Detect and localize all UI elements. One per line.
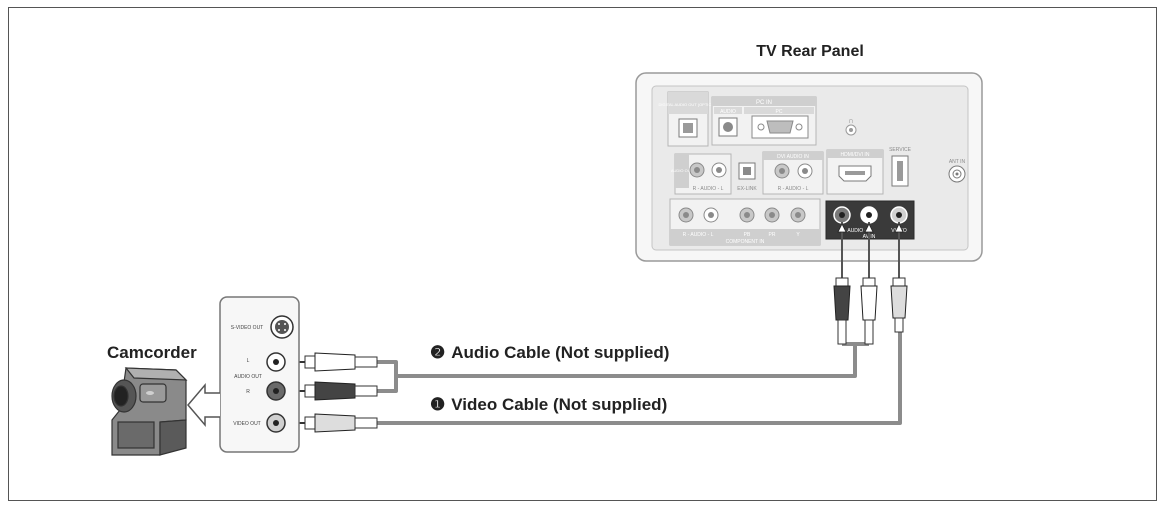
component-in-label: COMPONENT IN bbox=[726, 239, 765, 245]
audio-out-label: AUDIO OUT bbox=[671, 168, 694, 173]
svideo-out-label: S-VIDEO OUT bbox=[231, 325, 264, 331]
ex-link-label: EX-LINK bbox=[737, 186, 757, 192]
video-cable bbox=[376, 330, 902, 425]
tv-panel-title: TV Rear Panel bbox=[756, 43, 864, 60]
audio-l-label: L bbox=[247, 358, 250, 364]
digital-audio-out-label: DIGITAL AUDIO OUT (OPTICAL) bbox=[658, 102, 718, 107]
pc-audio-label: AUDIO bbox=[720, 109, 736, 115]
audio-cable-label: ❷ Audio Cable (Not supplied) bbox=[430, 343, 669, 362]
audio-out-group: AUDIO OUT R - AUDIO - L bbox=[671, 153, 732, 195]
cam-audio-l-plug bbox=[285, 352, 378, 372]
headphone-jack: ∩ bbox=[845, 116, 857, 136]
video-cable-number: ❶ bbox=[430, 395, 445, 414]
pc-in-label: PC IN bbox=[756, 100, 772, 106]
audio-cable-number: ❷ bbox=[430, 343, 445, 362]
headphone-icon: ∩ bbox=[848, 116, 854, 125]
camcorder-label: Camcorder bbox=[107, 343, 197, 362]
digital-audio-out-port: DIGITAL AUDIO OUT (OPTICAL) bbox=[658, 91, 718, 147]
audio-out-cam-label: AUDIO OUT bbox=[234, 374, 262, 380]
component-y-label: Y bbox=[796, 232, 800, 238]
pointer-arrow bbox=[187, 382, 220, 428]
dvi-audio-lr-label: R - AUDIO - L bbox=[778, 186, 809, 192]
video-cable-label: ❶ Video Cable (Not supplied) bbox=[430, 395, 667, 414]
ant-in-label: ANT IN bbox=[949, 159, 966, 165]
hdmi-label: HDMI/DVI IN bbox=[841, 152, 870, 158]
service-port: SERVICE bbox=[889, 147, 912, 187]
audio-cable-text: Audio Cable (Not supplied) bbox=[451, 343, 669, 362]
camcorder-icon bbox=[111, 367, 188, 456]
tv-plug-arrows bbox=[837, 223, 904, 233]
dvi-audio-in-label: DVI AUDIO IN bbox=[777, 154, 809, 160]
service-label: SERVICE bbox=[889, 147, 912, 153]
component-pr-label: PR bbox=[769, 232, 776, 238]
audio-r-label: R bbox=[246, 389, 250, 395]
dvi-audio-in-group: DVI AUDIO IN R - AUDIO - L bbox=[762, 151, 824, 195]
video-cable-text: Video Cable (Not supplied) bbox=[451, 395, 667, 414]
svideo-out-jack bbox=[270, 315, 294, 339]
audio-out-lr-label: R - AUDIO - L bbox=[693, 186, 724, 192]
av-audio-label: R - AUDIO - L bbox=[840, 228, 871, 234]
video-out-cam-label: VIDEO OUT bbox=[233, 421, 261, 427]
component-in-group: R - AUDIO - L PB PR Y COMPONENT IN bbox=[669, 198, 821, 246]
component-pb-label: PB bbox=[744, 232, 751, 238]
pc-in-group: PC IN AUDIO PC bbox=[711, 96, 817, 146]
pc-label: PC bbox=[776, 109, 783, 115]
component-audio-label: R - AUDIO - L bbox=[683, 232, 714, 238]
tv-rear-panel: DIGITAL AUDIO OUT (OPTICAL) PC IN AUDIO … bbox=[635, 72, 983, 262]
hdmi-port: HDMI/DVI IN bbox=[826, 149, 884, 195]
ant-in-port: ANT IN bbox=[948, 159, 966, 183]
camcorder-jack-panel: S-VIDEO OUT L AUDIO OUT R VIDEO OUT bbox=[219, 296, 300, 453]
tv-video-plug bbox=[890, 222, 908, 333]
ex-link-port: EX-LINK bbox=[737, 162, 757, 192]
